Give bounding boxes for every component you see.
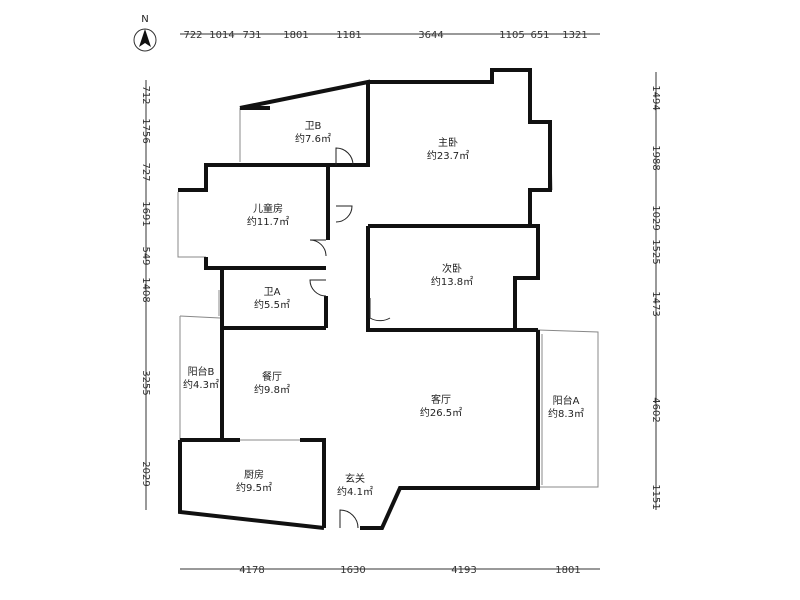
dim-bottom-0: 4178 [239, 565, 264, 576]
wall-kitchen-top-right [300, 438, 326, 528]
room-bath-b-name: 卫B [305, 121, 322, 132]
dim-top-2: 731 [242, 30, 261, 41]
room-balcony-a-area: 约8.3㎡ [548, 407, 584, 420]
dim-right-1: 1988 [650, 145, 661, 170]
dim-top-0: 722 [183, 30, 202, 41]
wall-second-bedroom [366, 224, 540, 332]
dim-top-6: 1105 [499, 30, 524, 41]
door-entrance [339, 509, 359, 529]
dim-right-3: 1525 [650, 239, 661, 264]
room-bath-a-name: 卫A [264, 287, 281, 298]
dim-right-6: 1151 [650, 484, 661, 509]
dim-top-1: 1014 [209, 30, 234, 41]
dim-right-5: 4602 [650, 397, 661, 422]
wall-bath-a [220, 268, 326, 330]
room-balcony-b-area: 约4.3㎡ [183, 378, 219, 391]
dim-left-6: 3255 [140, 370, 151, 395]
door-bath-a [309, 279, 327, 297]
dim-top-8: 1321 [562, 30, 587, 41]
dim-right-2: 1029 [650, 205, 661, 230]
dim-left-2: 727 [140, 162, 151, 181]
room-master-area: 约23.7㎡ [427, 149, 469, 162]
dim-left-0: 712 [140, 85, 151, 104]
door-kids [309, 239, 327, 257]
room-kitchen-area: 约9.5㎡ [236, 481, 272, 494]
balcony-a-rail [537, 329, 599, 488]
dim-left-5: 1408 [140, 277, 151, 302]
dim-top-4: 1181 [336, 30, 361, 41]
dim-bottom-3: 1801 [555, 565, 580, 576]
door-second-bedroom [369, 298, 391, 322]
wall-kids-top [178, 163, 330, 192]
room-balcony-b-name: 阳台B [188, 365, 215, 378]
dim-left-3: 1691 [140, 201, 151, 226]
window-kids [177, 192, 206, 258]
room-second-area: 约13.8㎡ [431, 275, 473, 288]
dim-bottom-1: 1630 [340, 565, 365, 576]
door-bath-b [335, 147, 354, 166]
doors [309, 147, 391, 529]
room-bath-a-area: 约5.5㎡ [254, 298, 290, 311]
dim-right-0: 1494 [650, 85, 661, 110]
balcony-b-rail-top [179, 315, 221, 319]
walls [178, 68, 552, 530]
compass-label: N [141, 14, 148, 25]
room-dining-name: 餐厅 [262, 370, 282, 383]
wall-living-bottom [360, 330, 540, 530]
room-labels: 卫B 约7.6㎡ 主卧 约23.7㎡ 儿童房 约11.7㎡ 次卧 约13.8㎡ … [183, 121, 584, 498]
dim-top-5: 3644 [418, 30, 443, 41]
wall-master [368, 68, 552, 228]
dim-left-7: 2029 [140, 461, 151, 486]
dim-top-7: 651 [530, 30, 549, 41]
dim-top-3: 1801 [283, 30, 308, 41]
dim-left-4: 549 [140, 246, 151, 265]
dimensions-left: 712 1756 727 1691 549 1408 3255 2029 [140, 85, 151, 486]
dimensions-top: 722 1014 731 1801 1181 3644 1105 651 132… [183, 30, 587, 41]
dimensions-bottom: 4178 1630 4193 1801 [239, 565, 580, 576]
wall-kitchen-outer [178, 440, 325, 530]
dim-right-4: 1473 [650, 291, 661, 316]
room-second-name: 次卧 [442, 262, 462, 275]
wall-kids-bottom [204, 257, 326, 270]
room-kids-name: 儿童房 [253, 202, 283, 215]
dim-left-1: 1756 [140, 118, 151, 143]
room-living-name: 客厅 [431, 393, 451, 406]
compass: N [133, 14, 157, 52]
room-living-area: 约26.5㎡ [420, 406, 462, 419]
dimension-lines [145, 33, 657, 570]
room-balcony-a-name: 阳台A [553, 394, 580, 407]
north-arrow-icon [139, 29, 151, 47]
door-kids-upper [335, 205, 353, 223]
room-kitchen-name: 厨房 [244, 468, 264, 481]
room-entrance-name: 玄关 [345, 472, 365, 485]
wall-bath-b [239, 79, 370, 167]
room-dining-area: 约9.8㎡ [254, 383, 290, 396]
room-kids-area: 约11.7㎡ [247, 215, 289, 228]
room-bath-b-area: 约7.6㎡ [295, 132, 331, 145]
room-entrance-area: 约4.1㎡ [337, 485, 373, 498]
dim-bottom-2: 4193 [451, 565, 476, 576]
room-master-name: 主卧 [438, 136, 458, 149]
dimensions-right: 1494 1988 1029 1525 1473 4602 1151 [650, 85, 661, 509]
